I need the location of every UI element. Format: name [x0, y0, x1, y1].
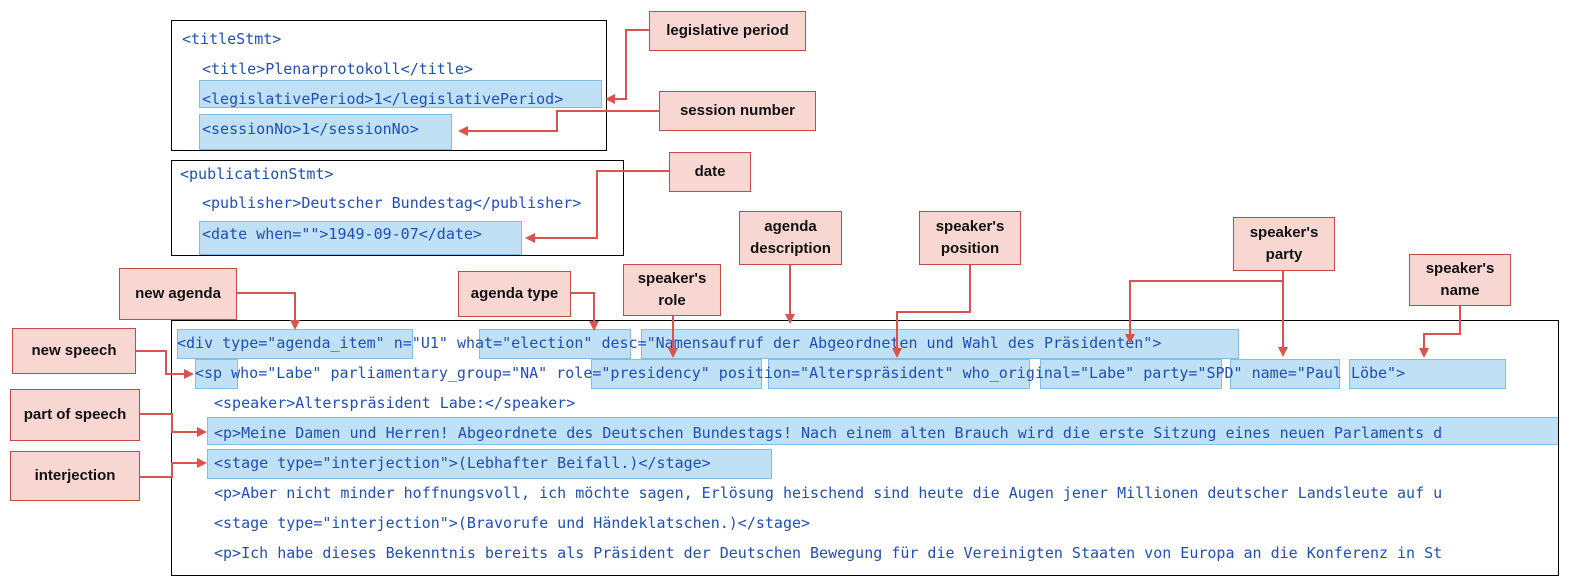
label-part-of-speech: part of speech [10, 389, 140, 441]
new-speech-highlight [195, 359, 238, 389]
title-stmt-open: <titleStmt> [182, 30, 282, 48]
label-speakers-party: speaker's party [1233, 217, 1335, 271]
stage2-line: <stage type="interjection">(Bravorufe un… [214, 514, 811, 532]
speakers-role-highlight [591, 359, 762, 389]
speakers-party-highlight [1230, 359, 1340, 389]
label-date: date [669, 152, 751, 192]
new-agenda-highlight [177, 329, 413, 359]
p3-line: <p>Ich habe dieses Bekenntnis bereits al… [214, 544, 1443, 562]
label-new-speech: new speech [12, 328, 136, 374]
arrow-session-number [458, 110, 659, 136]
arrow-date [525, 170, 670, 243]
body-code-box: <div type="agenda_item" n="U1" what="ele… [171, 320, 1559, 576]
stage1-line: <stage type="interjection">(Lebhafter Be… [214, 454, 711, 472]
label-speakers-position: speaker's position [919, 211, 1021, 265]
arrow-speakers-party-left [1125, 270, 1284, 344]
session-number-highlight [199, 114, 452, 150]
publisher-line: <publisher>Deutscher Bundestag</publishe… [202, 194, 582, 212]
part-of-speech-highlight [207, 417, 1558, 445]
arrow-legislative-period [605, 29, 650, 104]
arrow-part-of-speech [140, 413, 207, 437]
label-speakers-name: speaker's name [1409, 254, 1511, 306]
label-interjection: interjection [10, 451, 140, 501]
p1-line: <p>Meine Damen und Herren! Abgeordnete d… [214, 424, 1443, 442]
speakers-name-highlight [1349, 359, 1506, 389]
label-agenda-type: agenda type [458, 271, 571, 317]
label-legislative-period: legislative period [649, 11, 806, 51]
legislative-period-line: <legislativePeriod>1</legislativePeriod> [202, 90, 564, 108]
arrow-speakers-position [892, 265, 971, 358]
sp-line: <sp who="Labe" parliamentary_group="NA" … [195, 364, 1406, 382]
div-line: <div type="agenda_item" n="U1" what="ele… [177, 334, 1162, 352]
interjection-highlight [207, 449, 772, 479]
speaker-line: <speaker>Alterspräsident Labe:</speaker> [214, 394, 576, 412]
legislative-period-highlight [199, 80, 602, 108]
publication-stmt-box: <publicationStmt> <publisher>Deutscher B… [171, 160, 624, 256]
agenda-description-highlight [641, 329, 1239, 359]
arrow-new-agenda [237, 292, 300, 330]
who-original-highlight [1040, 359, 1222, 389]
label-speakers-role: speaker's role [623, 264, 721, 316]
title-line: <title>Plenarprotokoll</title> [202, 60, 473, 78]
agenda-type-highlight [479, 329, 631, 359]
label-agenda-description: agenda description [739, 211, 842, 265]
arrow-agenda-type [571, 292, 599, 331]
label-new-agenda: new agenda [119, 268, 237, 320]
speakers-position-highlight [768, 359, 1030, 389]
session-number-line: <sessionNo>1</sessionNo> [202, 120, 419, 138]
title-stmt-box: <titleStmt> <title>Plenarprotokoll</titl… [171, 20, 607, 151]
arrow-speakers-name [1419, 306, 1461, 358]
label-session-number: session number [659, 91, 816, 131]
arrow-interjection [140, 458, 207, 478]
date-highlight [199, 221, 522, 255]
p2-line: <p>Aber nicht minder hoffnungsvoll, ich … [214, 484, 1443, 502]
date-line: <date when="">1949-09-07</date> [202, 225, 482, 243]
publication-stmt-open: <publicationStmt> [180, 165, 334, 183]
arrow-new-speech [136, 350, 194, 379]
